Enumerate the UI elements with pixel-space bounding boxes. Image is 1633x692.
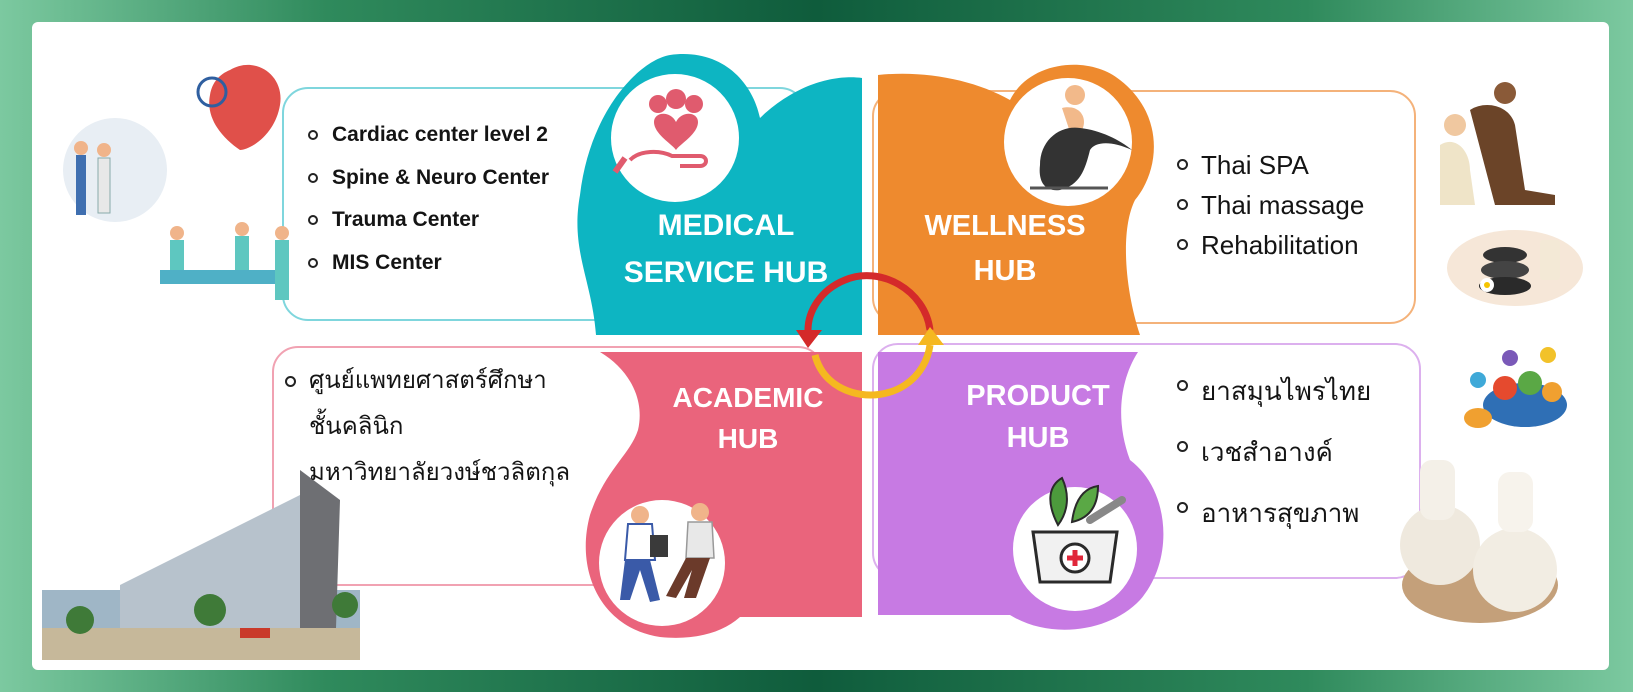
academic-hub-title-line2: HUB: [717, 422, 779, 454]
herbal-mortar-icon: [1013, 476, 1137, 611]
wellness-hub-title-line1: WELLNESS: [924, 210, 1086, 242]
medical-hub-title-line2: SERVICE HUB: [623, 255, 829, 289]
medical-hub-title: MEDICAL SERVICE HUB: [606, 203, 846, 296]
product-list: ยาสมุนไพรไทย เวชสำอางค์ อาหารสุขภาพ: [1177, 371, 1371, 554]
list-item: Cardiac center level 2: [308, 123, 549, 166]
list-item: Thai massage: [1177, 190, 1364, 230]
product-hub-title-line1: PRODUCT: [966, 380, 1110, 412]
cycle-arrows: [796, 272, 944, 399]
academic-item-line: ชั้นคลินิก: [309, 413, 404, 440]
medical-illustration: [63, 64, 289, 300]
academic-item-line: ศูนย์แพทยศาสตร์ศึกษา: [309, 367, 547, 394]
list-item: Trauma Center: [308, 208, 549, 251]
list-item: เวชสำอางค์: [1177, 432, 1371, 493]
wellness-hub-title-line2: HUB: [973, 254, 1037, 287]
product-hub-title-line2: HUB: [1006, 422, 1070, 455]
herbal-compress-illustration: [1400, 460, 1558, 623]
academic-hub-title: ACADEMIC HUB: [648, 378, 848, 459]
doctor-consultation-icon: [599, 500, 725, 626]
list-item: ยาสมุนไพรไทย: [1177, 371, 1371, 432]
list-item: อาหารสุขภาพ: [1177, 493, 1371, 554]
list-item: Spine & Neuro Center: [308, 166, 549, 209]
list-item: ศูนย์แพทยศาสตร์ศึกษา ชั้นคลินิก มหาวิทยา…: [285, 358, 615, 496]
list-item: Thai SPA: [1177, 150, 1364, 190]
care-hand-icon: [611, 74, 739, 202]
massage-icon: [1004, 78, 1132, 206]
healthy-food-illustration: [1464, 347, 1567, 428]
product-hub-title: PRODUCT HUB: [938, 375, 1138, 459]
wellness-services-list: Thai SPA Thai massage Rehabilitation: [1177, 150, 1364, 270]
academic-item-line: มหาวิทยาลัยวงษ์ชวลิตกุล: [309, 459, 571, 486]
medical-services-list: Cardiac center level 2 Spine & Neuro Cen…: [308, 123, 549, 293]
academic-hub-title-line1: ACADEMIC: [672, 382, 824, 413]
hospital-building-illustration: [42, 470, 360, 660]
list-item: MIS Center: [308, 251, 549, 294]
spa-illustration: [1440, 82, 1583, 306]
academic-list: ศูนย์แพทยศาสตร์ศึกษา ชั้นคลินิก มหาวิทยา…: [285, 358, 615, 496]
list-item: Rehabilitation: [1177, 230, 1364, 270]
wellness-hub-title: WELLNESS HUB: [905, 204, 1105, 294]
medical-hub-title-line1: MEDICAL: [657, 209, 795, 242]
